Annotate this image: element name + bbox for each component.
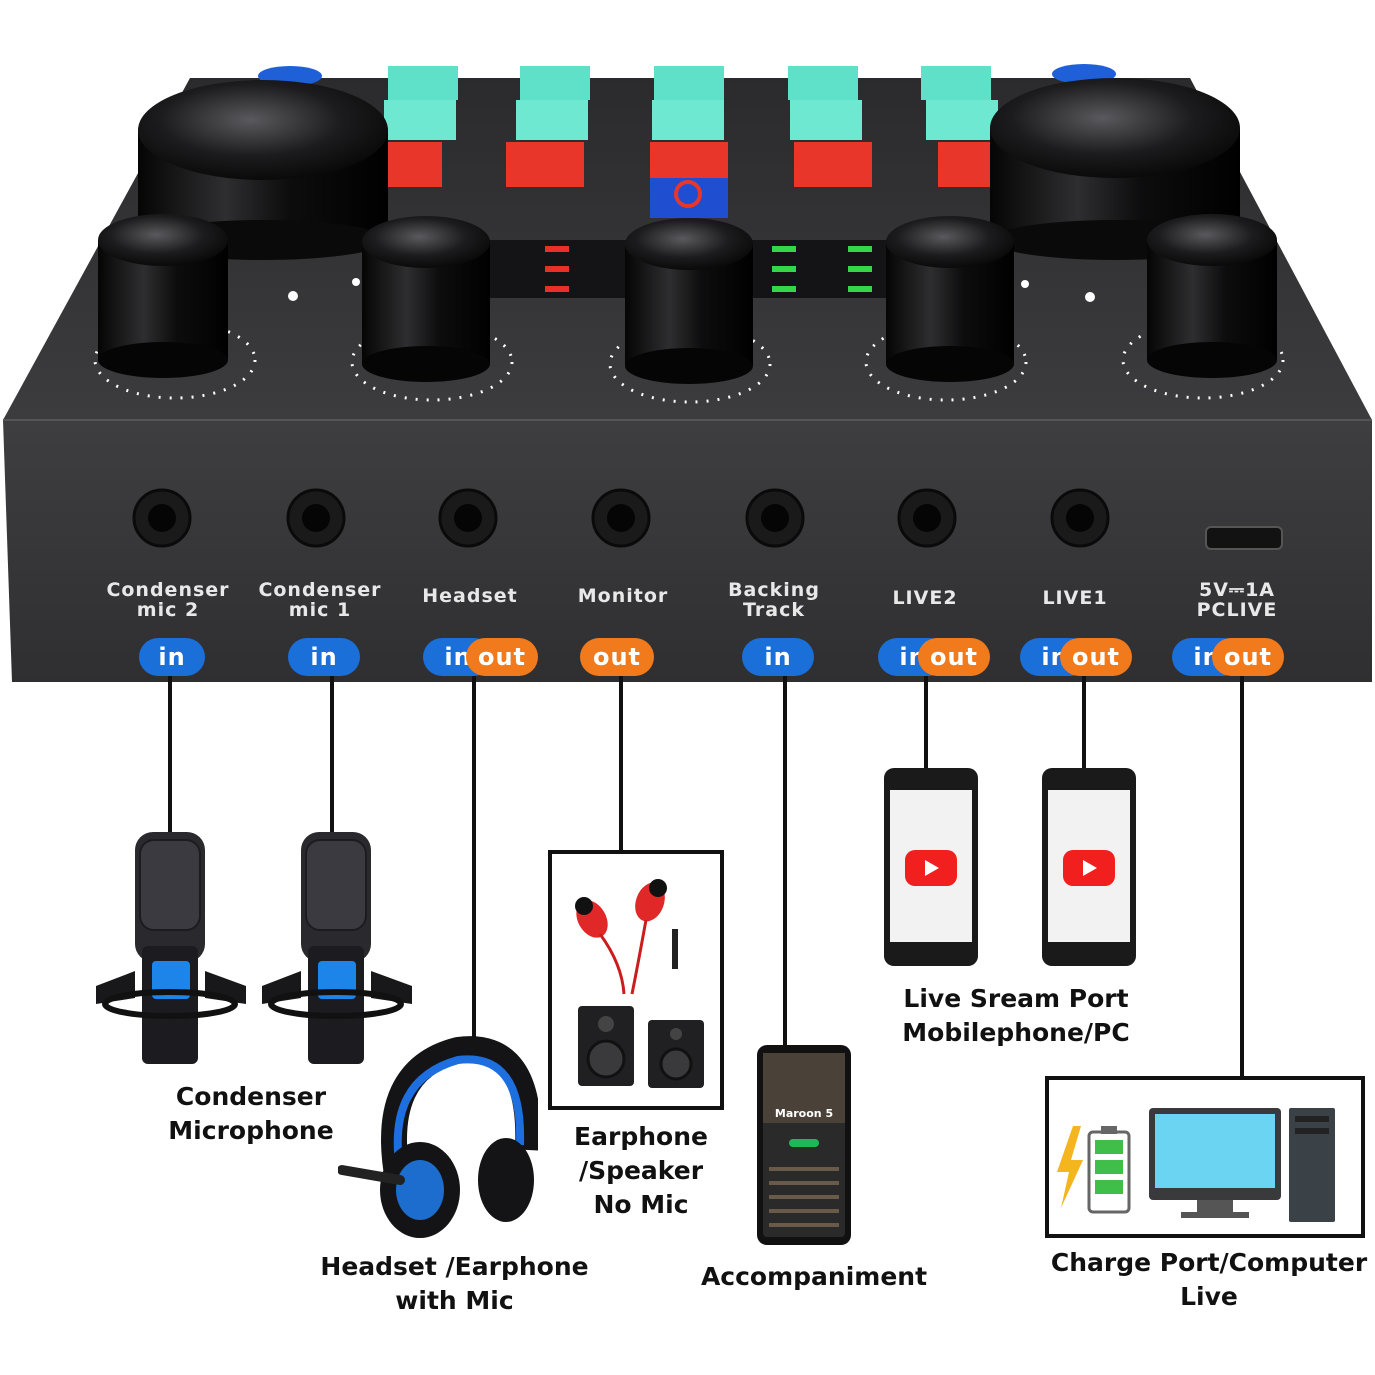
port-label-live2: LIVE2 [892,587,958,609]
monitor-out-badge: out [580,638,654,676]
port-label-mic2: Condenser mic 2 [106,579,230,621]
mic2-in-badge: in [139,638,205,676]
big-knob-right [990,78,1240,260]
wire-mic2 [168,676,172,834]
wire-backing [783,676,787,1048]
port-label-mic1: Condenser mic 1 [258,579,382,621]
earphone-speaker-box [548,850,724,1110]
port-label-headset: Headset [422,585,518,607]
teal-buttons-row2 [384,100,998,140]
earphone-speaker-icon [575,879,704,1088]
port-label-pclive: 5V⎓1A PCLIVE [1196,579,1278,621]
caption-headset: Headset /Earphone with Mic [320,1252,589,1315]
audio-jacks [132,488,1283,550]
gaming-headset-icon [338,1036,538,1238]
charge-computer-box [1045,1076,1365,1238]
headset-out-badge: out [466,638,538,676]
condenser-microphone-icon [96,832,412,1064]
caption-accompaniment: Accompaniment [700,1262,928,1291]
knob-backing-track [625,218,753,384]
power-button [650,178,728,218]
knob-monitor [98,214,228,378]
knob-record [362,216,490,382]
wire-live2 [924,676,928,771]
mic1-in-badge: in [288,638,360,676]
smartphone-music-icon: Maroon 5 [757,1045,851,1245]
wire-live1 [1082,676,1086,771]
knob-bass [886,216,1014,382]
wire-monitor [619,676,623,854]
knob-treble [1147,214,1277,378]
live1-out-badge: out [1060,638,1132,676]
teal-buttons-row1 [388,66,991,100]
phone-live1 [1042,768,1136,966]
caption-earphone-speaker: Earphone /Speaker No Mic [574,1122,708,1219]
computer-battery-icon [1057,1108,1335,1222]
port-label-live1: LIVE1 [1042,587,1108,609]
pclive-out-badge: out [1212,638,1284,676]
port-label-backing-track: Backing Track [728,579,820,621]
artist-name: Maroon 5 [774,1107,834,1120]
youtube-icon [1063,850,1115,886]
port-label-monitor: Monitor [577,585,669,607]
youtube-icon [905,850,957,886]
backing-in-badge: in [742,638,814,676]
phone-live2 [884,768,978,966]
audio-mixer-device [3,64,1372,682]
wire-headset [472,676,476,1046]
caption-live-stream: Live Sream Port Mobilephone/PC [902,984,1130,1047]
live2-out-badge: out [918,638,990,676]
wire-pclive [1240,676,1244,1078]
wire-mic1 [330,676,334,834]
caption-condenser-microphone: Condenser Microphone [168,1082,334,1145]
caption-charge-port: Charge Port/Computer Live [1050,1248,1368,1311]
